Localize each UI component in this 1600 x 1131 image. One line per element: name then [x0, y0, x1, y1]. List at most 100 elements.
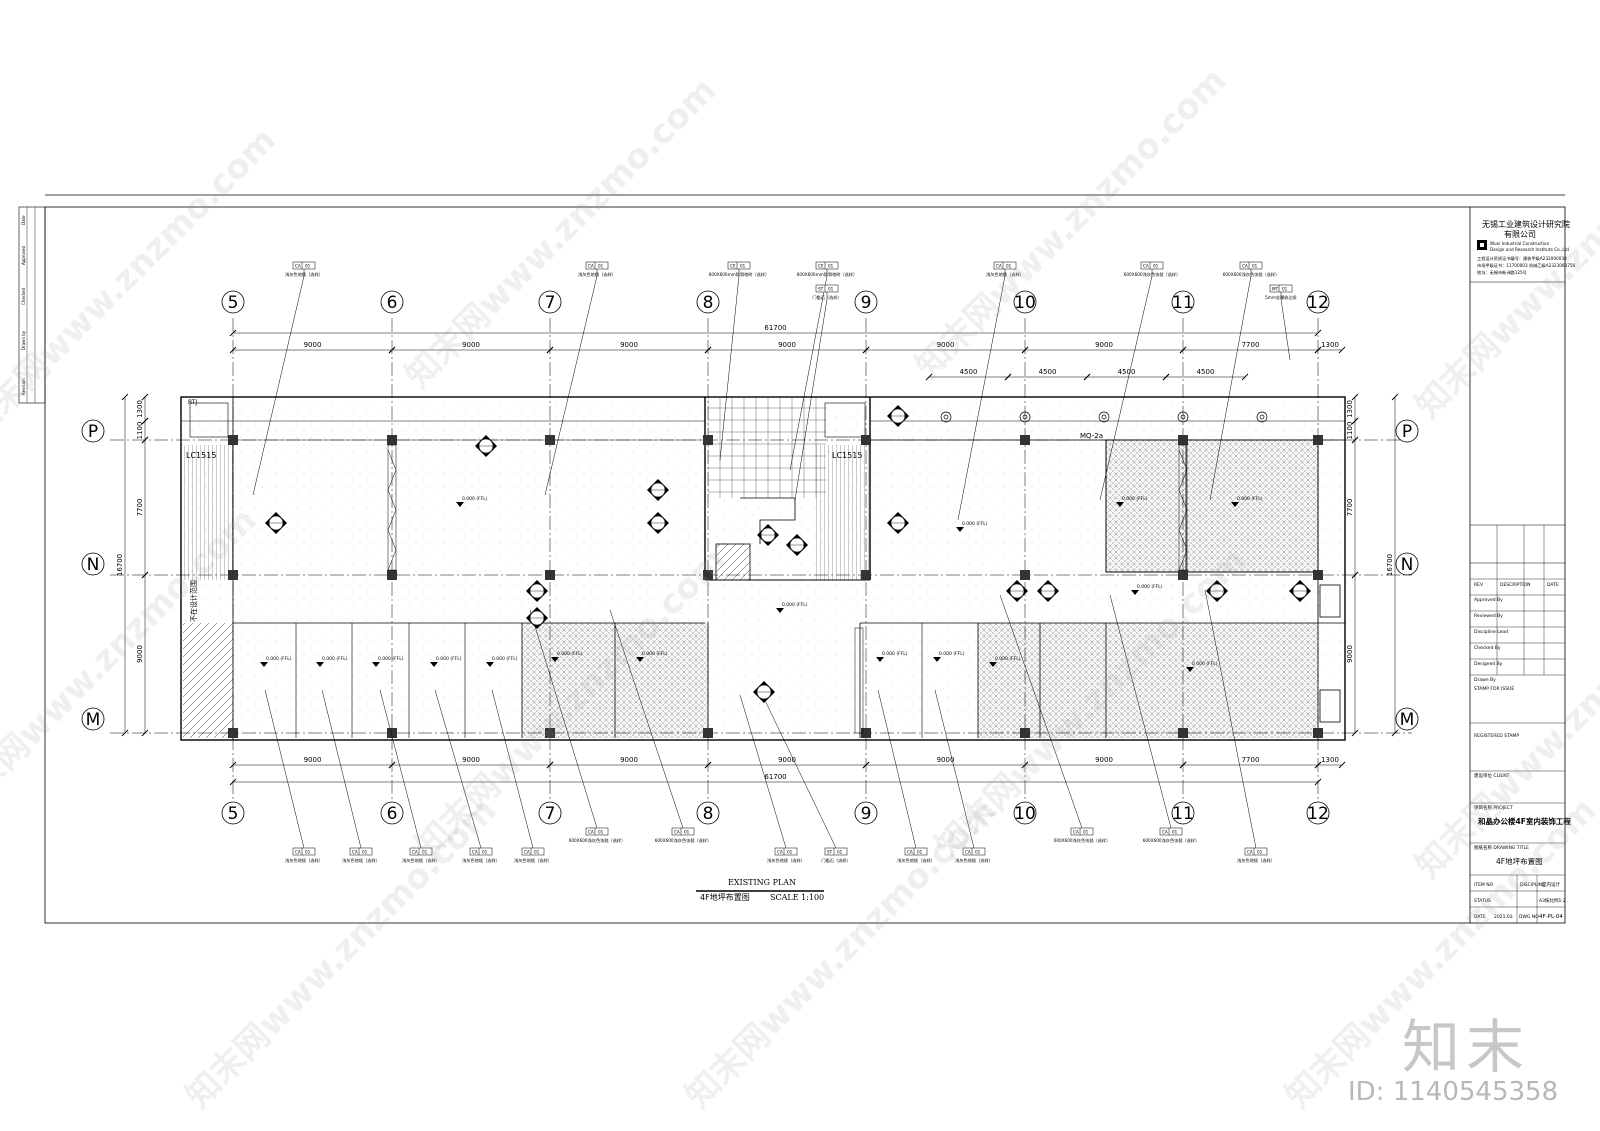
svg-text:600X600浅灰色块毯（选样）: 600X600浅灰色块毯（选样） — [1143, 837, 1200, 844]
svg-text:9000: 9000 — [937, 341, 955, 349]
svg-text:01: 01 — [917, 850, 923, 855]
svg-text:01: 01 — [1252, 264, 1258, 269]
svg-text:600X600浅灰色块毯（选样）: 600X600浅灰色块毯（选样） — [655, 837, 712, 844]
svg-text:CA: CA — [1143, 264, 1149, 269]
svg-text:CA: CA — [1162, 830, 1168, 835]
svg-text:600X600浅灰色块毯（选样）: 600X600浅灰色块毯（选样） — [1223, 271, 1280, 278]
axis-bubble-5: 5 — [221, 290, 245, 314]
svg-text:M: M — [1400, 710, 1415, 730]
svg-text:DATE: DATE — [1547, 582, 1559, 588]
elevation-marker-icon — [786, 534, 808, 556]
svg-text:0.000 (FFL): 0.000 (FFL) — [939, 651, 965, 657]
axis-bubble-7: 7 — [538, 801, 562, 825]
callout-leaders — [252, 269, 1291, 849]
axis-bubble-M: M — [1395, 707, 1419, 731]
svg-text:CA: CA — [777, 850, 783, 855]
drawing-title-label: 图纸名称 DRAWING TITLE — [1474, 844, 1529, 851]
axis-bubble-N: N — [1395, 552, 1419, 576]
dim-top-span: 1300 — [1314, 341, 1346, 354]
elevation-marker-icon — [526, 580, 548, 602]
level-marker: 0.000 (FFL) — [956, 521, 988, 532]
svg-text:01: 01 — [1172, 830, 1178, 835]
svg-text:5: 5 — [228, 293, 239, 313]
dim-sub-span: 4500 — [1162, 368, 1249, 381]
axis-bubble-9: 9 — [854, 801, 878, 825]
svg-text:01: 01 — [362, 850, 368, 855]
svg-text:7: 7 — [545, 804, 556, 824]
svg-text:Approved: Approved — [21, 245, 26, 265]
svg-text:浅灰色地毯（选样）: 浅灰色地毯（选样） — [767, 857, 805, 864]
plan-scale: SCALE 1:100 — [770, 893, 824, 902]
svg-text:600X600mm防滑地砖（选样）: 600X600mm防滑地砖（选样） — [797, 271, 858, 278]
svg-text:2021.03: 2021.03 — [1494, 914, 1513, 920]
svg-text:Revision: Revision — [21, 378, 26, 395]
svg-text:CA: CA — [472, 850, 478, 855]
svg-text:7700: 7700 — [1242, 756, 1260, 764]
svg-text:浅灰色地毯（选样）: 浅灰色地毯（选样） — [578, 271, 616, 278]
svg-text:0.000 (FFL): 0.000 (FFL) — [462, 496, 488, 502]
carpet-area-ne — [1106, 440, 1318, 572]
svg-text:4500: 4500 — [1118, 368, 1136, 376]
svg-text:1300: 1300 — [1321, 341, 1339, 349]
elevation-marker-icon — [647, 479, 669, 501]
svg-text:市场甲级证书：11700003 机械乙级A23230037: 市场甲级证书：11700003 机械乙级A2323003756 — [1477, 262, 1576, 269]
svg-text:01: 01 — [1006, 264, 1012, 269]
svg-text:4500: 4500 — [1039, 368, 1057, 376]
svg-text:01: 01 — [1257, 850, 1263, 855]
svg-text:0.000 (FFL): 0.000 (FFL) — [882, 651, 908, 657]
dim-bottom-span: 9000 — [229, 756, 396, 769]
title-block: 无锡工业建筑设计研究院 有限公司 Wuxi Industrial Constru… — [1470, 219, 1576, 923]
svg-text:01: 01 — [534, 850, 540, 855]
svg-text:浅灰色地毯（选样）: 浅灰色地毯（选样） — [514, 857, 552, 864]
svg-text:Checked: Checked — [21, 287, 26, 305]
dim-top-span: 7700 — [1179, 341, 1322, 354]
svg-text:M: M — [86, 710, 101, 730]
dim-top-span: 9000 — [704, 341, 870, 354]
svg-text:CA: CA — [588, 830, 594, 835]
curtain-wall-posts — [940, 411, 1268, 423]
svg-text:CA: CA — [412, 850, 418, 855]
svg-text:P: P — [88, 422, 98, 442]
svg-text:A3按比例1:2: A3按比例1:2 — [1539, 897, 1566, 904]
elevation-marker-icon — [887, 512, 909, 534]
svg-text:9000: 9000 — [1095, 341, 1113, 349]
axis-bubble-11: 11 — [1171, 290, 1195, 314]
svg-text:CA: CA — [1247, 850, 1253, 855]
elevation-marker-icon — [887, 405, 909, 427]
plan-title: EXISTING PLAN 4F地坪布置图 SCALE 1:100 — [696, 878, 824, 902]
svg-text:DWG NO: DWG NO — [1519, 914, 1539, 920]
mq-label: MQ-2a — [1080, 432, 1103, 440]
project-name: 和晶办公楼4F室内装饰工程 — [1478, 816, 1571, 826]
svg-text:浅灰色地毯（选样）: 浅灰色地毯（选样） — [342, 857, 380, 864]
svg-text:9000: 9000 — [1346, 645, 1354, 663]
svg-text:01: 01 — [598, 264, 604, 269]
svg-text:0.000 (FFL): 0.000 (FFL) — [995, 656, 1021, 662]
svg-text:600X600浅灰色块毯（选样）: 600X600浅灰色块毯（选样） — [1124, 271, 1181, 278]
svg-text:01: 01 — [482, 850, 488, 855]
svg-text:DATE: DATE — [1474, 914, 1486, 920]
elevation-marker-icon — [475, 435, 497, 457]
svg-text:N: N — [1401, 555, 1414, 575]
svg-text:0.000 (FFL): 0.000 (FFL) — [1237, 496, 1263, 502]
project-label: 项目名称 PROJECT — [1474, 804, 1513, 811]
plan-title-en: EXISTING PLAN — [728, 878, 796, 887]
svg-text:CA: CA — [295, 850, 301, 855]
level-marker: 0.000 (FFL) — [456, 496, 488, 507]
svg-text:9000: 9000 — [620, 756, 638, 764]
svg-text:7700: 7700 — [1242, 341, 1260, 349]
svg-text:9: 9 — [861, 804, 872, 824]
svg-text:9000: 9000 — [136, 645, 144, 663]
svg-text:9000: 9000 — [304, 341, 322, 349]
grid-lines — [110, 318, 1412, 808]
svg-text:0.000 (FFL): 0.000 (FFL) — [557, 651, 583, 657]
svg-text:Discipline Lead: Discipline Lead — [1474, 629, 1508, 635]
stamp-for-issue: STAMP FOR ISSUE — [1474, 686, 1514, 692]
svg-text:工程设计资质证书编号：建筑甲级A232000038: 工程设计资质证书编号：建筑甲级A232000038 — [1477, 255, 1567, 262]
